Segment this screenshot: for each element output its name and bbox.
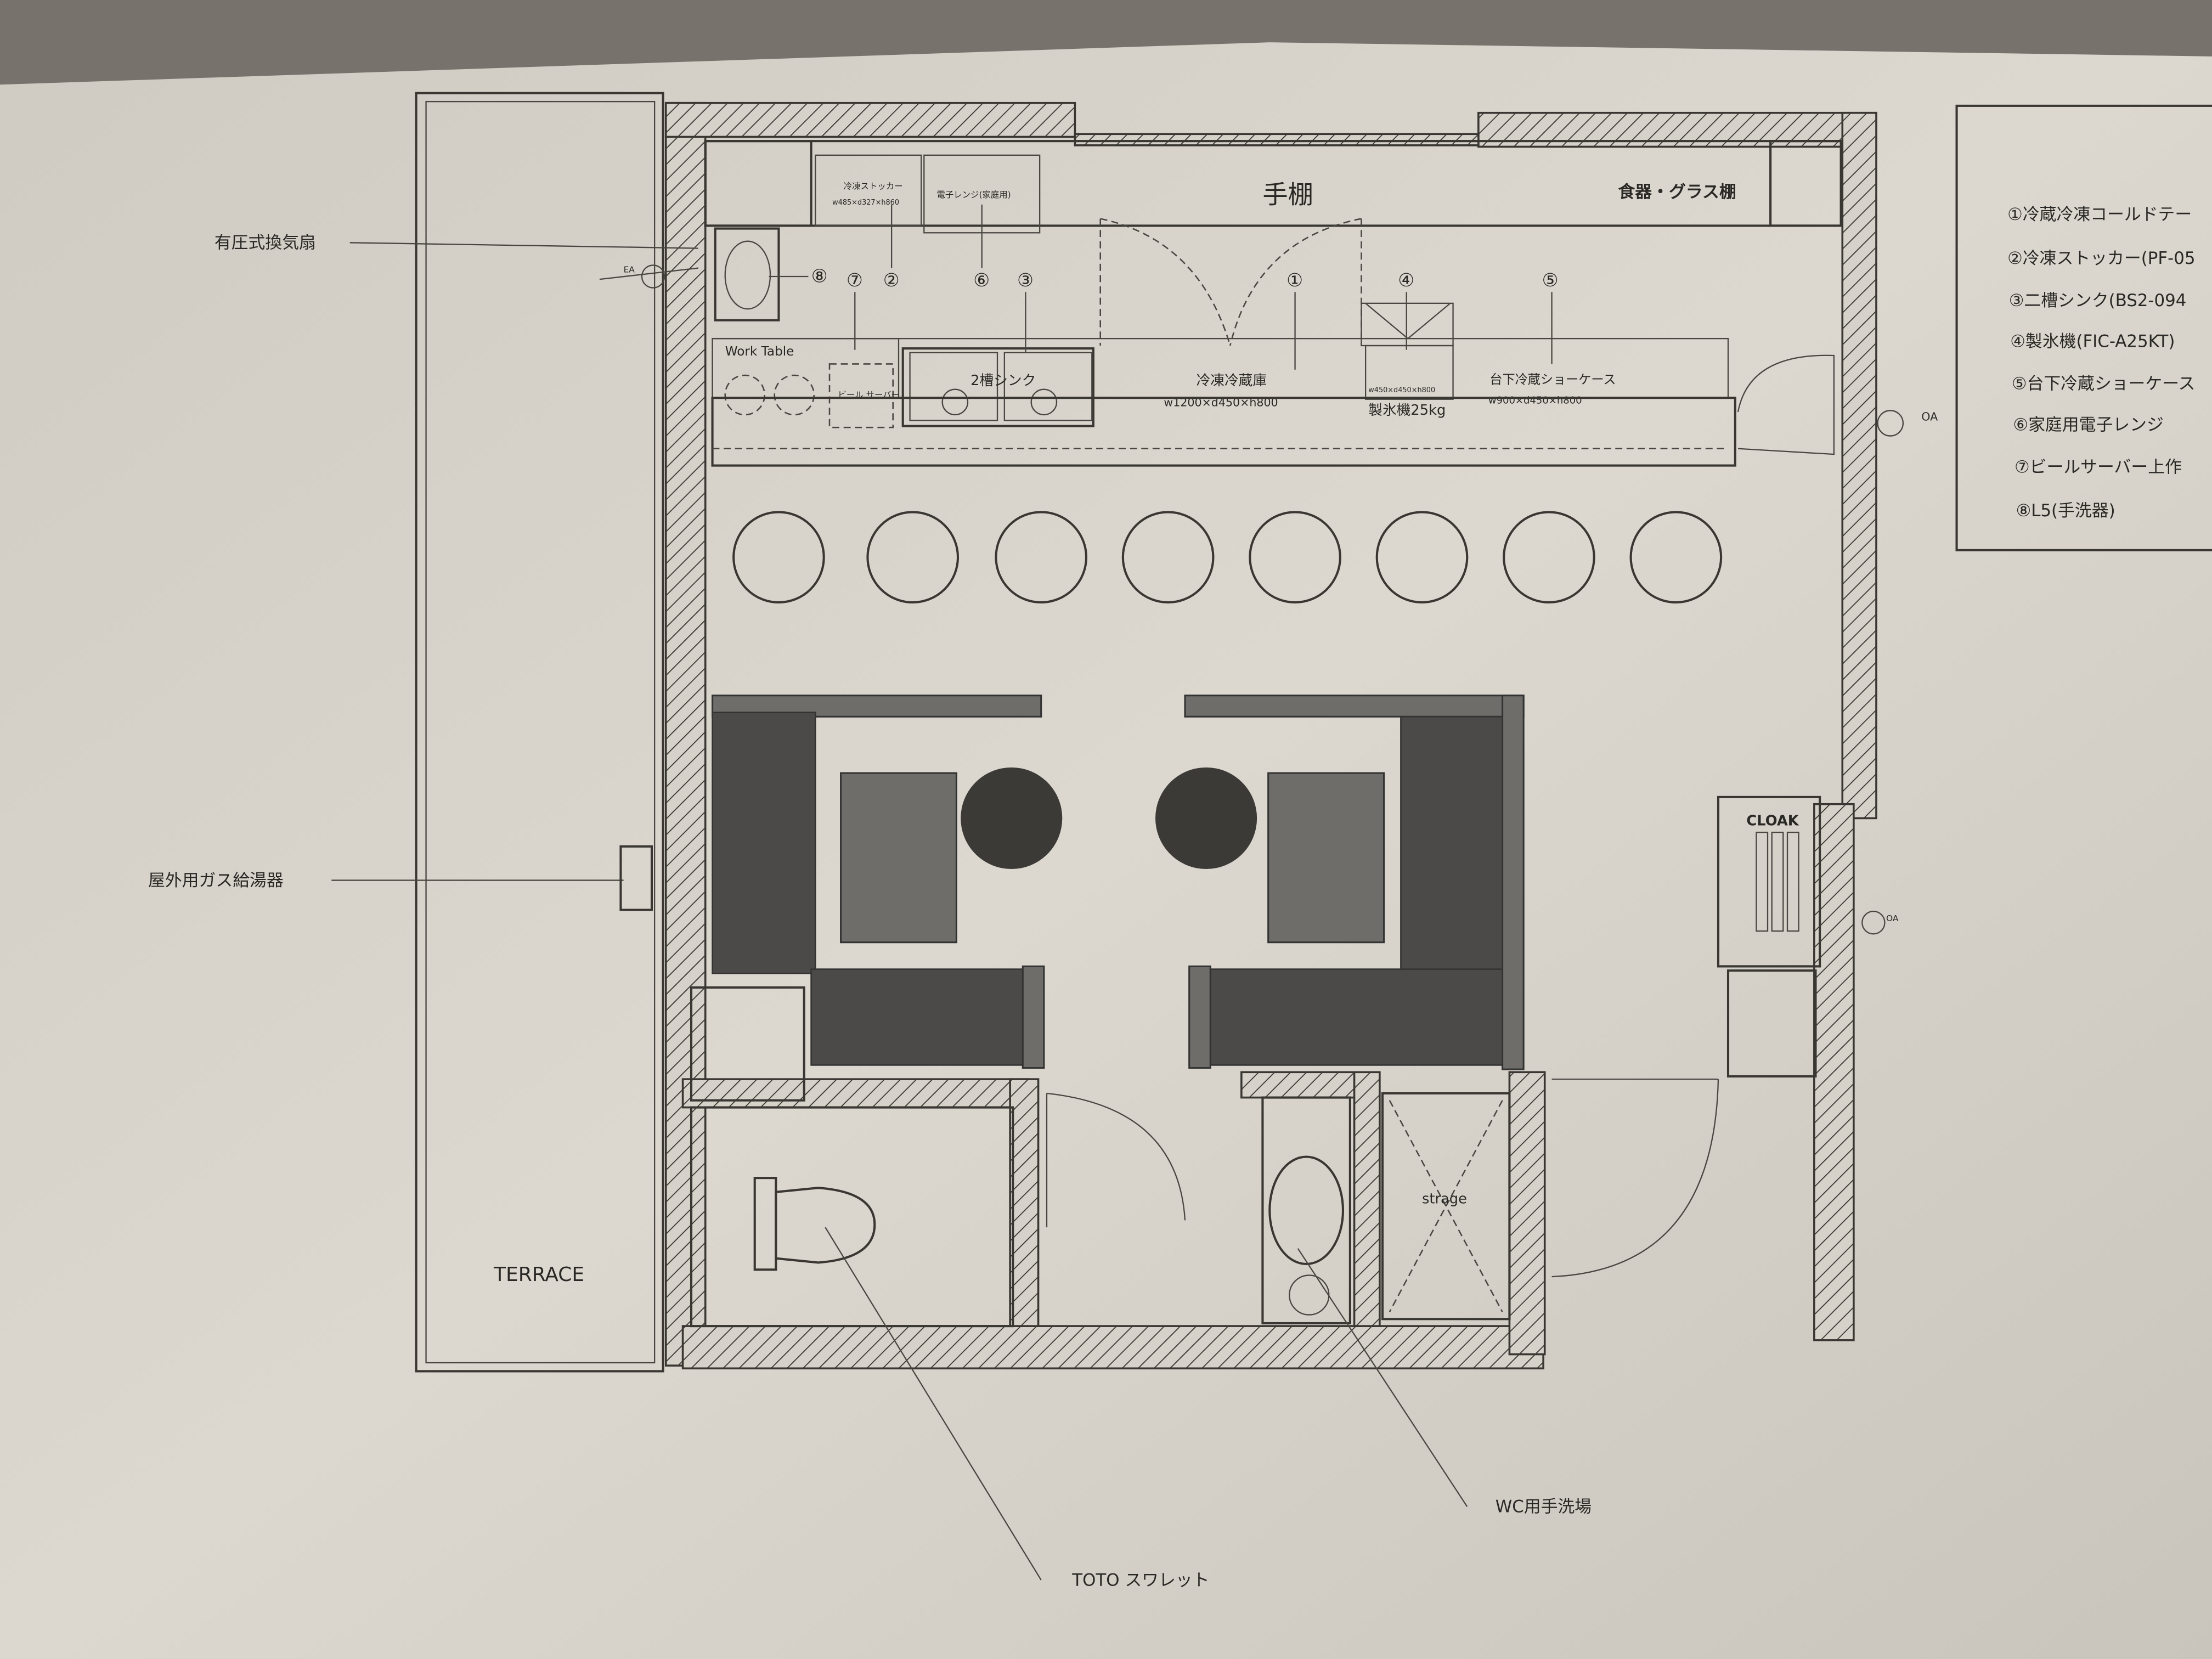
toilet-label: TOTO スワレット	[1071, 1570, 1209, 1590]
marker-6: ⑥	[973, 269, 990, 291]
exhaust-fan-label: 有圧式換気扇	[215, 233, 316, 253]
marker-8: ⑧	[811, 265, 828, 286]
marker-4: ④	[1398, 269, 1414, 291]
hand-sink	[714, 227, 780, 321]
stocker-dims: w485×d327×h860	[832, 199, 899, 207]
upper-shelf-label: 手棚	[1262, 179, 1313, 209]
ice-maker-dims: w450×d450×h800	[1368, 386, 1435, 394]
marker-5: ⑤	[1542, 269, 1559, 291]
storage-room	[1381, 1092, 1511, 1321]
terrace-label: TERRACE	[493, 1263, 584, 1286]
storage-label: strage	[1422, 1190, 1467, 1207]
cloak-closet	[1717, 795, 1821, 968]
cloak-label: CLOAK	[1746, 812, 1799, 829]
marker-2: ②	[883, 269, 900, 291]
showcase-dims: w900×d450×h800	[1488, 394, 1582, 406]
fridge-label: 冷凍冷蔵庫	[1197, 373, 1267, 389]
table-left	[840, 772, 957, 944]
wc-sink	[1268, 1155, 1345, 1266]
legend-item: ①冷蔵冷凍コールドテー	[2007, 205, 2192, 224]
gas-water-heater-label: 屋外用ガス給湯器	[148, 871, 284, 890]
legend-item: ⑥家庭用電子レンジ	[2013, 415, 2163, 435]
legend-item: ⑧L5(手洗器)	[2016, 501, 2115, 521]
marker-7: ⑦	[847, 269, 863, 291]
stocker-label: 冷凍ストッカー	[844, 182, 903, 191]
legend-item: ⑦ビールサーバー上作	[2015, 457, 2182, 477]
work-table-label: Work Table	[725, 345, 794, 359]
legend-item: ③二槽シンク(BS2-094	[2009, 291, 2187, 311]
photo-shadow	[0, 0, 2212, 85]
legend-item: ⑤台下冷蔵ショーケース	[2012, 374, 2196, 394]
bar-stools	[732, 511, 1723, 604]
sink-label: 2槽シンク	[970, 373, 1036, 389]
oa-label-top: OA	[1921, 410, 1938, 423]
booth-seating	[690, 695, 1525, 1102]
ea-label: EA	[624, 264, 635, 274]
showcase-label: 台下冷蔵ショーケース	[1489, 373, 1616, 387]
equipment-legend: ①冷蔵冷凍コールドテー ②冷凍ストッカー(PF-05 ③二槽シンク(BS2-09…	[1955, 104, 2212, 551]
microwave-label: 電子レンジ(家庭用)	[936, 190, 1011, 200]
building-walls	[664, 101, 1877, 1370]
table-right	[1267, 772, 1385, 944]
bar-counter	[711, 397, 1736, 467]
marker-3: ③	[1017, 269, 1034, 291]
ice-maker-label: 製氷機25kg	[1368, 402, 1446, 419]
restroom-area: strage CLOAK OA	[690, 795, 1899, 1328]
kitchen: 冷凍ストッカー w485×d327×h860 電子レンジ(家庭用) 手棚 食器・…	[599, 140, 1938, 467]
marker-1: ①	[1286, 269, 1303, 291]
wc-handwash-label: WC用手洗場	[1496, 1497, 1592, 1517]
legend-item: ②冷凍ストッカー(PF-05	[2007, 249, 2195, 268]
oa-label-cloak: OA	[1886, 913, 1899, 923]
annotations: 有圧式換気扇 屋外用ガス給湯器 TOTO スワレット WC用手洗場	[148, 233, 1592, 1590]
terrace: TERRACE	[415, 92, 664, 1373]
legend-item: ④製氷機(FIC-A25KT)	[2010, 332, 2175, 352]
dish-glass-shelf-label: 食器・グラス棚	[1618, 182, 1736, 202]
equipment-markers: ⑧ ⑦ ② ⑥ ③ ① ④ ⑤	[769, 204, 1559, 370]
